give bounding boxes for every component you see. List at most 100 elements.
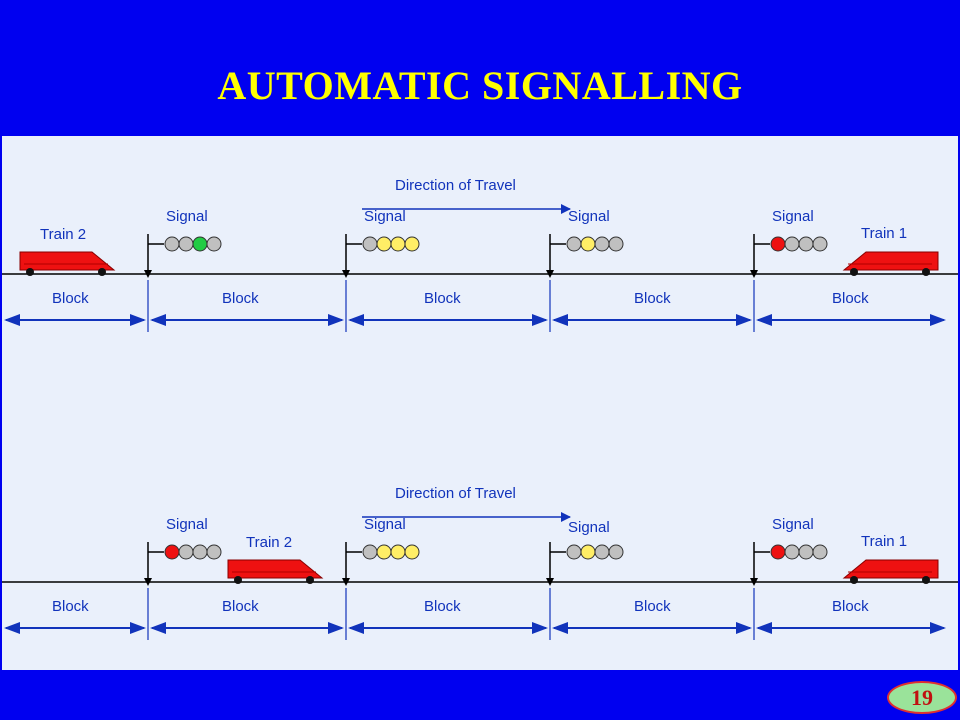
signal-1-pole-arrow: [144, 578, 152, 586]
signal-label: Signal: [364, 208, 406, 225]
signal-1-lamp-2: [178, 236, 194, 252]
signal-4-lamp-1: [770, 236, 786, 252]
block-arrow-right-head: [532, 314, 548, 326]
slide-number-badge: [887, 681, 957, 714]
signal-1-lamp-2: [178, 544, 194, 560]
signal-2-pole-arrow: [342, 270, 350, 278]
signal-2-lamp-4: [404, 236, 420, 252]
train-1-wheel-rear: [922, 268, 930, 276]
signal-4-lamp-4: [812, 236, 828, 252]
signal-3-lamp-4: [608, 544, 624, 560]
block-label: Block: [424, 598, 461, 615]
block-arrow-left-head: [552, 622, 568, 634]
block-arrow-right-head: [328, 622, 344, 634]
slide-title: AUTOMATIC SIGNALLING: [217, 63, 743, 108]
signal-1-lamp-1: [164, 236, 180, 252]
signal-1-pole-arrow: [144, 270, 152, 278]
train-2-wheel-front: [234, 576, 242, 584]
signal-3-lamp-1: [566, 236, 582, 252]
train-2-wheel-rear: [98, 268, 106, 276]
direction-label: Direction of Travel: [395, 177, 516, 194]
block-arrow-right-head: [930, 622, 946, 634]
signal-4-lamp-3: [798, 544, 814, 560]
block-label: Block: [222, 598, 259, 615]
block-label: Block: [52, 598, 89, 615]
signal-4-lamp-3: [798, 236, 814, 252]
block-arrow-right-head: [736, 314, 752, 326]
block-arrow-left-head: [756, 314, 772, 326]
signal-label: Signal: [166, 516, 208, 533]
train-1-wheel-front: [850, 268, 858, 276]
signal-1-lamp-4: [206, 236, 222, 252]
train-1-body: [842, 559, 939, 579]
signal-label: Signal: [364, 516, 406, 533]
block-arrow-right-head: [130, 314, 146, 326]
train-1-wheel-front: [850, 576, 858, 584]
signal-3-lamp-1: [566, 544, 582, 560]
block-label: Block: [832, 598, 869, 615]
block-arrow-right-head: [130, 622, 146, 634]
signal-4-lamp-1: [770, 544, 786, 560]
signal-2-lamp-2: [376, 236, 392, 252]
block-arrow-right-head: [532, 622, 548, 634]
block-arrow-right-head: [930, 314, 946, 326]
signal-3-lamp-3: [594, 544, 610, 560]
signal-1-lamp-1: [164, 544, 180, 560]
signal-3-lamp-2: [580, 544, 596, 560]
signal-2-lamp-2: [376, 544, 392, 560]
block-arrow-left-head: [348, 314, 364, 326]
train-2-wheel-front: [26, 268, 34, 276]
block-label: Block: [634, 290, 671, 307]
train-2-wheel-rear: [306, 576, 314, 584]
block-label: Block: [52, 290, 89, 307]
signal-label: Signal: [772, 208, 814, 225]
signal-2-pole-arrow: [342, 578, 350, 586]
signal-3-lamp-3: [594, 236, 610, 252]
block-arrow-right-head: [328, 314, 344, 326]
signal-1-lamp-3: [192, 544, 208, 560]
block-label: Block: [424, 290, 461, 307]
signal-3-pole-arrow: [546, 270, 554, 278]
block-arrow-left-head: [552, 314, 568, 326]
slide-number: 19: [911, 685, 933, 710]
signal-label: Signal: [568, 208, 610, 225]
train-label: Train 1: [861, 533, 907, 550]
signal-3-pole-arrow: [546, 578, 554, 586]
signal-1-lamp-3: [192, 236, 208, 252]
train-2-body: [227, 559, 324, 579]
signal-3-lamp-2: [580, 236, 596, 252]
signal-2-lamp-3: [390, 544, 406, 560]
signal-3-lamp-4: [608, 236, 624, 252]
signal-4-lamp-2: [784, 544, 800, 560]
signal-4-pole-arrow: [750, 270, 758, 278]
signal-label: Signal: [772, 516, 814, 533]
train-1-wheel-rear: [922, 576, 930, 584]
signal-2-lamp-1: [362, 236, 378, 252]
block-label: Block: [832, 290, 869, 307]
block-arrow-left-head: [756, 622, 772, 634]
signal-2-lamp-1: [362, 544, 378, 560]
block-arrow-right-head: [736, 622, 752, 634]
signal-label: Signal: [166, 208, 208, 225]
signal-2-lamp-3: [390, 236, 406, 252]
direction-label: Direction of Travel: [395, 485, 516, 502]
block-label: Block: [222, 290, 259, 307]
block-arrow-left-head: [150, 314, 166, 326]
signal-4-lamp-4: [812, 544, 828, 560]
block-arrow-left-head: [150, 622, 166, 634]
signal-4-pole-arrow: [750, 578, 758, 586]
block-label: Block: [634, 598, 671, 615]
train-label: Train 1: [861, 225, 907, 242]
signal-4-lamp-2: [784, 236, 800, 252]
train-2-body: [19, 251, 116, 271]
signal-1-lamp-4: [206, 544, 222, 560]
block-arrow-left-head: [4, 622, 20, 634]
block-arrow-left-head: [348, 622, 364, 634]
train-label: Train 2: [246, 534, 292, 551]
signal-2-lamp-4: [404, 544, 420, 560]
train-label: Train 2: [40, 226, 86, 243]
signal-label: Signal: [568, 519, 610, 536]
train-1-body: [842, 251, 939, 271]
